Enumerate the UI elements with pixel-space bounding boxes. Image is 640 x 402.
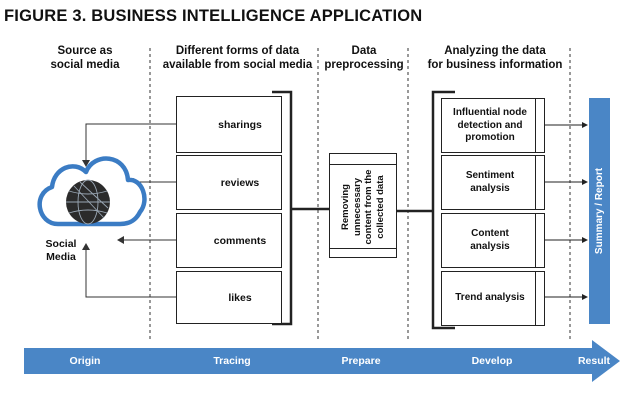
forms-box-reviews: reviews [176,155,282,210]
develop-box-sentiment: Sentiment analysis [441,155,545,210]
arrowhead-comments [117,236,124,244]
header-analyzing: Analyzing the data for business informat… [427,45,563,71]
social-media-label: Social Media [45,238,77,263]
develop-label-sentiment: Sentiment analysis [465,170,515,194]
develop-label-content: Content analysis [470,228,510,252]
develop-label-influential: Influential node detection and promotion [453,107,527,143]
globe-icon [66,179,110,225]
arrowhead-likes [82,243,90,250]
connector-likes [85,250,176,298]
connector-sharings [85,123,176,160]
forms-box-comments: comments [176,213,282,268]
column-dividers [149,48,571,342]
stage-prepare: Prepare [341,355,381,367]
develop-bracket [397,90,455,330]
develop-label-trend: Trend analysis [455,292,525,303]
forms-label-comments: comments [213,235,267,247]
stage-develop: Develop [471,355,513,367]
develop-box-trend: Trend analysis [441,271,545,326]
header-forms: Different forms of data available from s… [162,45,313,71]
develop-box-influential: Influential node detection and promotion [441,98,545,153]
forms-box-likes: likes [176,271,282,324]
forms-label-reviews: reviews [220,177,260,189]
stage-origin: Origin [69,355,101,367]
header-preprocessing: Data preprocessing [324,45,404,71]
source-connectors [85,123,176,298]
forms-label-sharings: sharings [218,119,262,131]
forms-bracket [272,90,329,326]
stage-result: Result [577,355,611,367]
timeline-arrow [24,340,620,382]
prepare-text: Removing unnecessary content from the co… [340,169,386,245]
stage-tracing: Tracing [213,355,251,367]
forms-box-sharings: sharings [176,96,282,153]
forms-label-likes: likes [228,292,252,304]
summary-bar [589,98,610,324]
figure-title: FIGURE 3. BUSINESS INTELLIGENCE APPLICAT… [4,7,423,25]
summary-label: Summary / Report [594,167,605,254]
arrowhead-sharings [82,160,90,167]
result-arrowheads [582,122,588,300]
header-source: Source as social media [50,45,120,71]
prepare-inner [330,164,396,249]
result-connectors [544,124,582,298]
prepare-box: Removing unnecessary content from the co… [329,153,397,258]
develop-box-content: Content analysis [441,213,545,268]
